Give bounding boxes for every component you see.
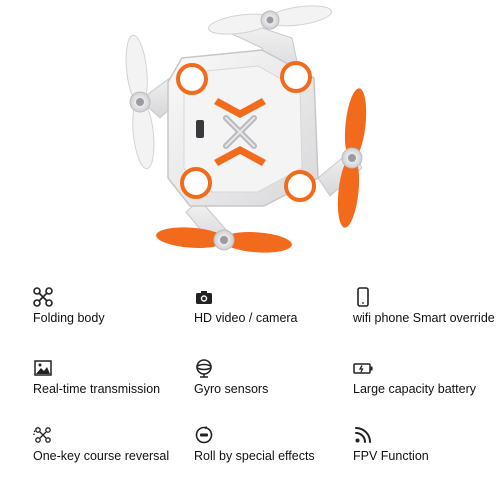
feature-label: HD video / camera: [194, 311, 298, 325]
drone-body: [167, 49, 319, 207]
feature-label: Gyro sensors: [194, 382, 269, 396]
drone-reverse-icon: [32, 424, 54, 446]
propeller-top: [208, 5, 332, 35]
feature-label: Real-time transmission: [33, 382, 161, 396]
feature-roll-special-effects: Roll by special effects: [193, 424, 363, 468]
drone-icon: [32, 286, 54, 308]
feature-wifi-phone-override: wifi phone Smart override: [352, 286, 500, 330]
feature-real-time-transmission: Real-time transmission: [32, 357, 202, 401]
feature-label: FPV Function: [353, 449, 429, 463]
motor-rings: [176, 61, 316, 202]
roll-360-icon: [193, 424, 215, 446]
feature-label: wifi phone Smart override: [353, 311, 495, 325]
propeller-bottom: [156, 227, 292, 253]
feature-large-capacity-battery: Large capacity battery: [352, 357, 500, 401]
propeller-left: [125, 34, 155, 170]
image-icon: [32, 357, 54, 379]
drone-product-image: [125, 5, 367, 253]
propeller-right: [337, 88, 367, 228]
battery-icon: [352, 357, 374, 379]
feature-label: Folding body: [33, 311, 105, 325]
feature-label: One-key course reversal: [33, 449, 170, 463]
phone-icon: [352, 286, 374, 308]
feature-folding-body: Folding body: [32, 286, 202, 330]
feature-fpv-function: FPV Function: [352, 424, 500, 468]
feature-hd-video-camera: HD video / camera: [193, 286, 363, 330]
camera-icon: [193, 286, 215, 308]
feature-label: Large capacity battery: [353, 382, 476, 396]
feature-gyro-sensors: Gyro sensors: [193, 357, 363, 401]
feature-label: Roll by special effects: [194, 449, 315, 463]
wifi-signal-icon: [352, 424, 374, 446]
feature-one-key-course-reversal: One-key course reversal: [32, 424, 202, 468]
gyro-icon: [193, 357, 215, 379]
